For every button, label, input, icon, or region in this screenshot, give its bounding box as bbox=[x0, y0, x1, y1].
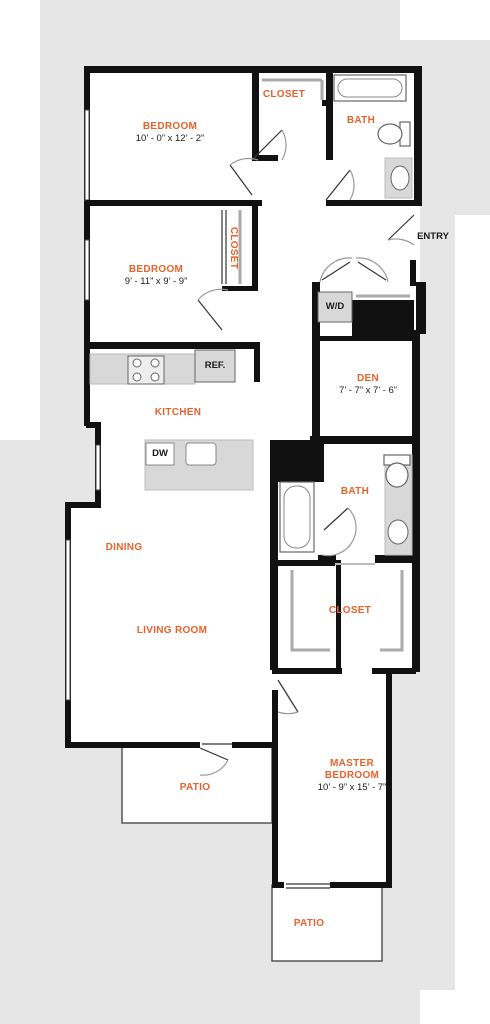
den-dims: 7’ - 7” x 7’ - 6” bbox=[339, 385, 397, 396]
dishwasher-box bbox=[145, 442, 175, 466]
vanity-2 bbox=[387, 519, 409, 545]
master-bedroom-name: MASTER BEDROOM bbox=[324, 758, 380, 781]
windows bbox=[65, 109, 101, 701]
bedroom-2-label: BEDROOM 9’ - 11” x 9’ - 9” bbox=[125, 264, 187, 288]
kitchen-label: KITCHEN bbox=[154, 407, 202, 418]
den-name: DEN bbox=[356, 373, 380, 384]
site-white-margin bbox=[420, 215, 490, 1024]
washer-dryer-label: W/D bbox=[325, 301, 345, 312]
bedroom-1-name: BEDROOM bbox=[142, 121, 198, 132]
toilet-2 bbox=[383, 454, 411, 488]
patio-2-area bbox=[271, 884, 383, 962]
closet-3-label: CLOSET bbox=[328, 605, 372, 616]
bathtub-2 bbox=[279, 481, 315, 553]
site-white-left bbox=[0, 0, 40, 440]
patio-1-label: PATIO bbox=[179, 782, 211, 793]
bedroom-2-name: BEDROOM bbox=[128, 264, 184, 275]
refrigerator-box bbox=[194, 349, 236, 383]
den-label: DEN 7’ - 7” x 7’ - 6” bbox=[339, 373, 397, 397]
patio-2-label: PATIO bbox=[293, 918, 325, 929]
interior-walls bbox=[86, 70, 418, 674]
closet-2-label: CLOSET bbox=[228, 226, 239, 270]
site-white-notch bbox=[400, 0, 490, 40]
bedroom-1-dims: 10’ - 0” x 12’ - 2” bbox=[135, 133, 205, 144]
bedroom-1-label: BEDROOM 10’ - 0” x 12’ - 2” bbox=[136, 121, 204, 145]
toilet-1 bbox=[377, 121, 411, 147]
bath-1-label: BATH bbox=[346, 115, 376, 126]
refrigerator-label: REF. bbox=[204, 360, 226, 371]
living-room-label: LIVING ROOM bbox=[136, 625, 208, 636]
master-bedroom-dims: 10’ - 9” x 15’ - 7” bbox=[317, 782, 387, 793]
bath-2-label: BATH bbox=[340, 486, 370, 497]
entry-label: ENTRY bbox=[417, 231, 449, 242]
washer-dryer-box bbox=[317, 291, 353, 323]
closet-shelves bbox=[238, 78, 410, 652]
stove bbox=[127, 355, 165, 385]
master-bedroom-label: MASTER BEDROOM 10’ - 9” x 15’ - 7” bbox=[318, 758, 386, 794]
bathtub-1 bbox=[333, 74, 407, 102]
kitchen-sink bbox=[185, 442, 217, 466]
vanity-1 bbox=[384, 157, 413, 199]
dining-label: DINING bbox=[105, 542, 143, 553]
bedroom-2-dims: 9’ - 11” x 9’ - 9” bbox=[124, 276, 188, 287]
doors bbox=[197, 129, 415, 889]
closet-1-label: CLOSET bbox=[262, 89, 306, 100]
dishwasher-label: DW bbox=[152, 448, 168, 459]
